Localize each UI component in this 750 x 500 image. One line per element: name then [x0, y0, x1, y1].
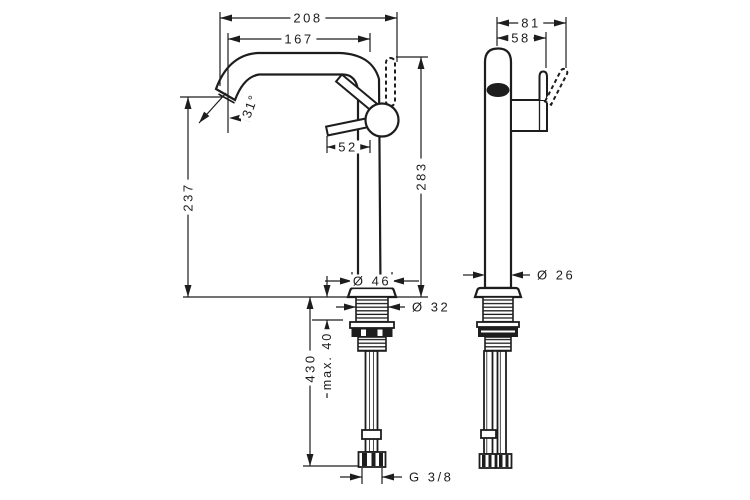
hose-connector-right: [495, 453, 513, 469]
hose-collar: [361, 429, 382, 440]
angle-arrowhead: [229, 114, 241, 122]
lower-thread: [357, 336, 387, 352]
dim-label-connection-thread: G 3/8: [406, 470, 457, 484]
front-view-dimensions: [463, 17, 567, 276]
handle-pin: [538, 70, 548, 100]
dim-label-max-counter-thickness: max. 40: [320, 328, 334, 394]
body-outline: [483, 47, 513, 290]
handle-housing: [510, 99, 548, 132]
dim-label-shank-diameter: Ø 32: [409, 300, 454, 314]
hose-collar: [480, 429, 497, 439]
handle-knob: [364, 102, 400, 138]
front-view-arrowheads: [473, 19, 566, 279]
threaded-shank: [355, 296, 389, 323]
dim-label-total-height: 283: [414, 158, 429, 194]
hose-connector-left: [478, 453, 497, 469]
dim-label-lever-reach: 52: [335, 140, 361, 154]
flow-arrowhead: [199, 111, 210, 123]
side-view-dimensions: [180, 12, 428, 484]
dim-label-depth-total: 208: [290, 11, 326, 25]
supply-hose-right: [496, 350, 507, 455]
mounting-nut: [351, 328, 393, 337]
spout-aerator-line: [218, 93, 235, 104]
side-view-faucet: [214, 51, 400, 468]
dim-label-spout-height: 237: [181, 179, 196, 215]
dim-label-base-diameter: Ø 46: [349, 274, 395, 288]
dim-label-hose-length: 430: [303, 350, 318, 386]
threaded-shank: [482, 296, 514, 323]
mounting-nut-flange: [476, 321, 520, 328]
dim-label-width-to-lever: 58: [508, 31, 534, 45]
dim-label-body-diameter: Ø 26: [534, 268, 579, 282]
mounting-nut-flange: [349, 321, 395, 329]
dim-label-spout-reach: 167: [281, 32, 317, 46]
handle-lever-dashed: [543, 67, 569, 107]
side-view-arrowheads: [184, 14, 425, 481]
spout-outlet: [486, 83, 510, 97]
base-plate: [473, 286, 523, 299]
base-plate: [346, 286, 398, 299]
handle-lever-up-dashed: [385, 57, 396, 107]
front-view-faucet: [473, 47, 569, 469]
lower-thread: [484, 336, 512, 352]
dim-label-width-total: 81: [518, 16, 544, 30]
